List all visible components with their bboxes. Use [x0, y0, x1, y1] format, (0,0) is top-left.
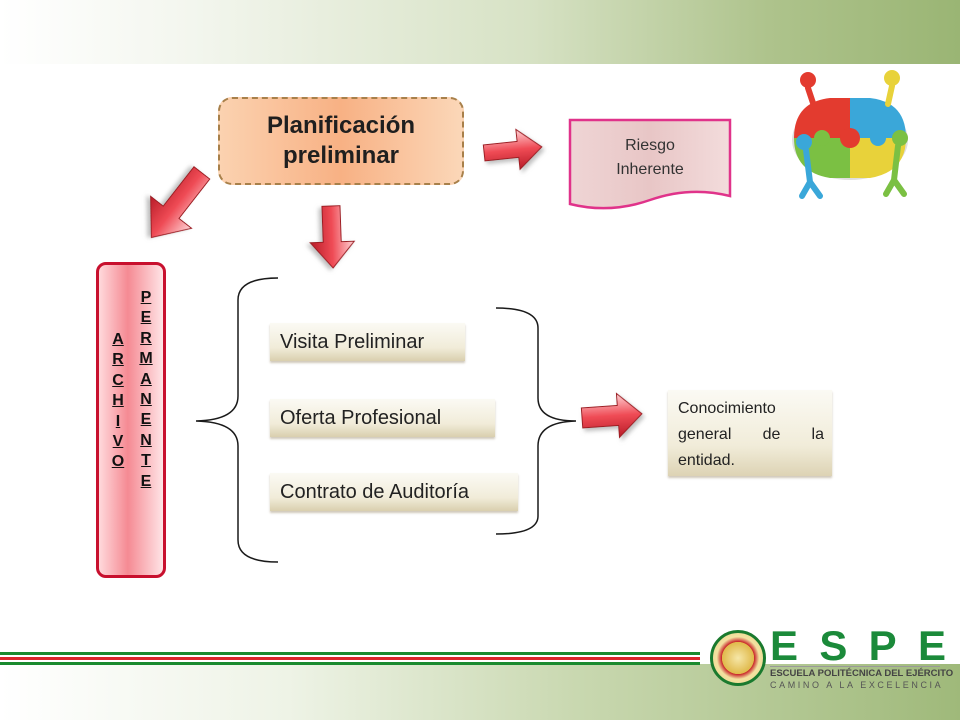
arrow-icon: [482, 128, 543, 171]
letter: R: [112, 351, 124, 369]
logo-institution-name: ESCUELA POLITÉCNICA DEL EJÉRCITO: [770, 668, 954, 679]
left-bracket: [195, 277, 279, 563]
letter: T: [141, 452, 151, 470]
archive-word: A R C H I V O: [110, 330, 126, 473]
letter: V: [112, 433, 124, 451]
letter: O: [111, 453, 125, 471]
footer-band: [0, 664, 960, 720]
logo-letter: P: [868, 622, 897, 669]
arrow-icon: [580, 392, 643, 439]
letter: N: [140, 391, 152, 409]
letter: I: [115, 412, 121, 430]
letter: E: [140, 309, 152, 327]
letter: A: [112, 331, 124, 348]
espe-logo: E S P E: [770, 622, 946, 669]
risk-note-line: Riesgo: [625, 137, 675, 154]
item-oferta-profesional: Oferta Profesional: [270, 399, 495, 437]
logo-letter: E: [917, 622, 946, 669]
right-bracket: [495, 307, 577, 535]
letter: E: [140, 472, 152, 490]
logo-letter: E: [770, 622, 799, 669]
result-box: Conocimiento general de la entidad.: [668, 390, 832, 476]
permanent-archive-box: [96, 262, 166, 578]
permanent-word: P E R M A N E N T E: [138, 288, 154, 492]
university-seal-icon: [710, 630, 766, 686]
header-band: [0, 0, 960, 64]
letter: A: [140, 370, 152, 388]
logo-letter: S: [819, 622, 848, 669]
risk-note-shape: [568, 118, 732, 210]
letter: N: [140, 431, 152, 449]
item-visita-preliminar: Visita Preliminar: [270, 323, 465, 361]
planning-title: Planificación preliminar: [266, 112, 416, 169]
puzzle-people-icon: [792, 70, 908, 199]
arrow-icon: [150, 166, 211, 239]
letter: P: [140, 289, 152, 306]
letter: E: [140, 411, 152, 429]
arrow-icon: [309, 205, 356, 269]
risk-note-line: Inherente: [616, 161, 684, 178]
item-contrato-auditoria: Contrato de Auditoría: [270, 473, 518, 511]
logo-divider: [770, 666, 940, 667]
logo-motto: CAMINO A LA EXCELENCIA: [770, 680, 944, 690]
footer-stripes: [0, 652, 700, 665]
letter: H: [112, 392, 124, 410]
planning-box: Planificación preliminar: [218, 97, 464, 185]
risk-note: Riesgo Inherente: [570, 134, 730, 182]
letter: C: [112, 371, 124, 389]
letter: R: [140, 329, 152, 347]
letter: M: [139, 350, 153, 368]
